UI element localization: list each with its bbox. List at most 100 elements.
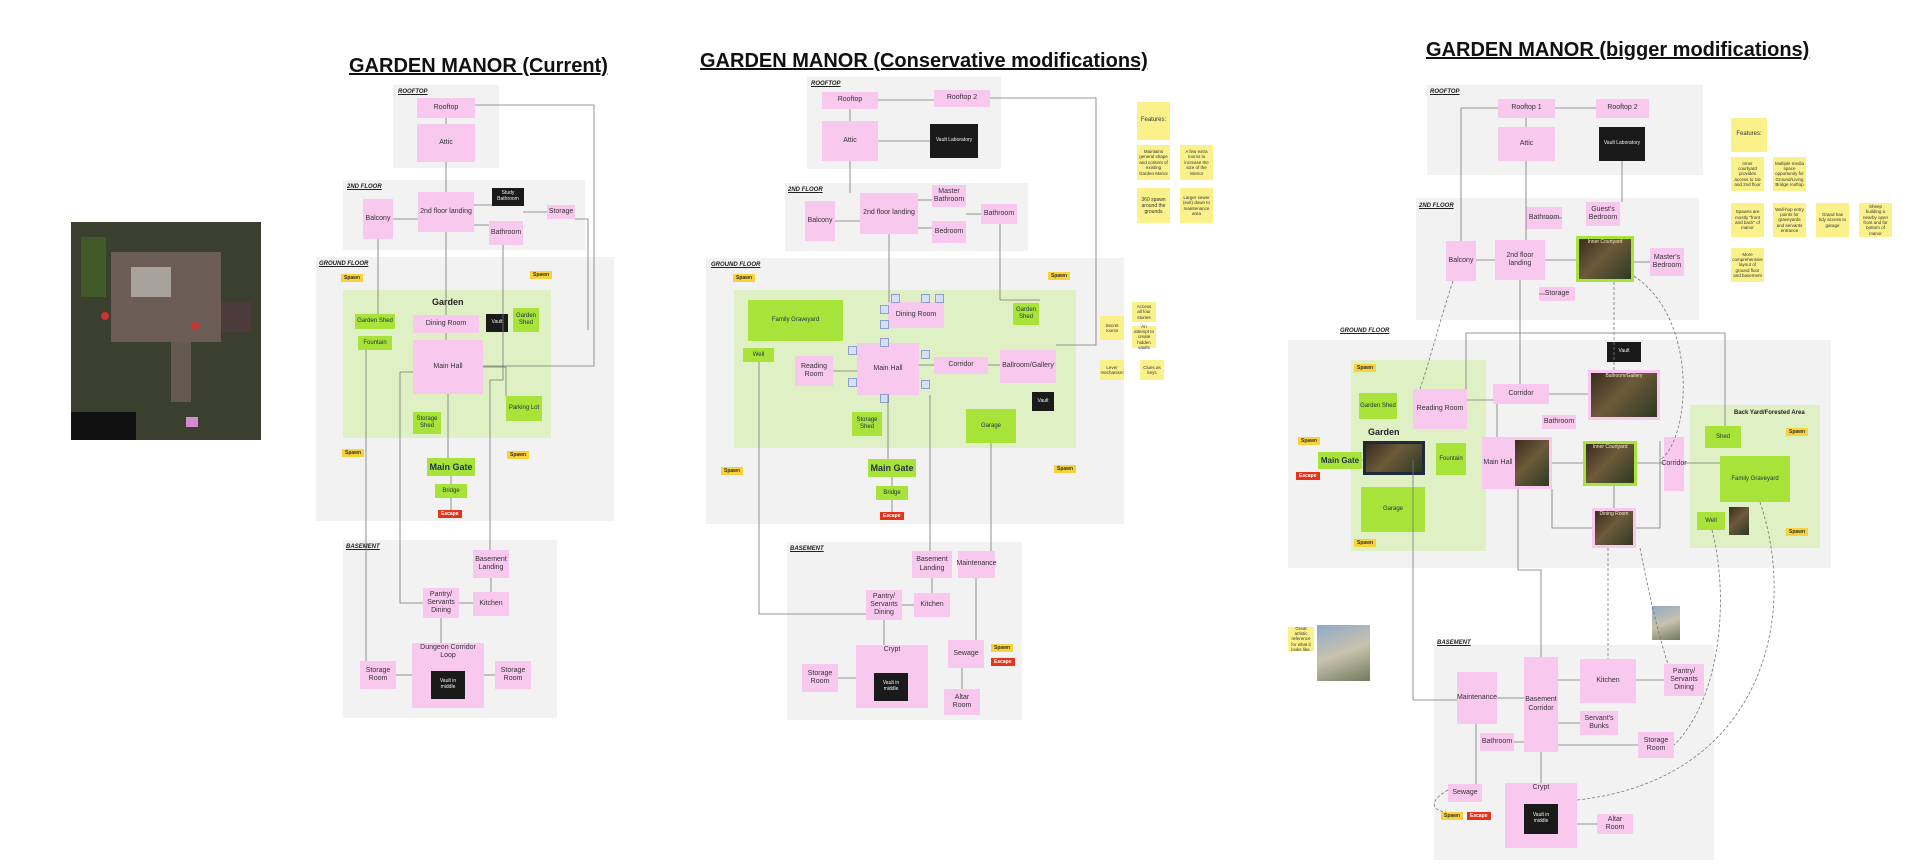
big-corridor-2: Corridor	[1661, 437, 1687, 491]
cons-spawn-tag: Spawn	[721, 467, 744, 475]
big-garden-photo	[1363, 441, 1425, 475]
map-roof	[131, 267, 171, 297]
map-building	[111, 252, 221, 342]
cons-altar-room: Altar Room	[944, 689, 980, 715]
big-spawn-tag: Spawn	[1441, 812, 1464, 820]
cons-balcony: Balcony	[805, 201, 835, 241]
cons-small-marker	[880, 394, 889, 403]
current-vault: Vault	[486, 314, 508, 332]
cons-small-marker	[921, 350, 930, 359]
big-photo-note: Great artistic reference for what it loo…	[1288, 626, 1314, 652]
big-rooftop-1: Rooftop 1	[1498, 99, 1555, 118]
cons-bedroom: Bedroom	[932, 221, 966, 243]
map-marker	[186, 417, 198, 427]
title-conservative: GARDEN MANOR (Conservative modifications…	[700, 50, 1148, 72]
cons-well: Well	[743, 348, 774, 362]
current-storage: Storage	[547, 205, 575, 219]
current-garden-shed-2: Garden Shed	[513, 308, 539, 332]
cons-basement-label: BASEMENT	[790, 546, 824, 552]
big-shed: Shed	[1705, 426, 1741, 448]
current-spawn-tag: Spawn	[530, 271, 553, 279]
big-ballroom: Ballroom/Gallery	[1588, 370, 1660, 420]
current-garden-shed: Garden Shed	[355, 314, 395, 329]
big-reference-photo	[1652, 606, 1680, 640]
cons-main-hall: Main Hall	[857, 343, 919, 395]
map-dark-area	[71, 412, 136, 440]
cons-sticky-note: Access all four stories	[1132, 302, 1156, 322]
current-main-gate: Main Gate	[427, 458, 475, 476]
cons-bathroom: Bathroom	[981, 204, 1017, 224]
big-feature-note: More comprehensive layout of ground floo…	[1731, 248, 1764, 282]
current-study-bathroom: Study Bathroom	[492, 188, 524, 206]
cons-sticky-note: Maintains general shape and content of e…	[1137, 145, 1170, 180]
map-path	[171, 342, 191, 402]
title-bigger: GARDEN MANOR (bigger modifications)	[1426, 39, 1810, 61]
big-features-title: Features:	[1731, 118, 1767, 152]
big-rooftop-panel	[1427, 85, 1703, 175]
current-garden-title: Garden	[432, 297, 464, 307]
cons-small-marker	[935, 294, 944, 303]
big-vault-lab: Vault Laboratory	[1599, 127, 1645, 161]
big-corridor: Corridor	[1493, 384, 1549, 404]
cons-kitchen: Kitchen	[914, 593, 950, 617]
cons-sticky-note: Larger sewer (exit) down to maintenance …	[1180, 188, 1213, 223]
big-servants-bunks: Servant's Bunks	[1580, 711, 1618, 735]
big-garage: Garage	[1361, 487, 1425, 532]
big-vault-middle: Vault in middle	[1524, 804, 1558, 834]
map-trees	[81, 237, 106, 297]
map-red-dot	[101, 312, 109, 320]
cons-basement-landing: Basement Landing	[912, 551, 952, 578]
big-sewage: Sewage	[1448, 784, 1482, 802]
big-storage-room: Storage Room	[1638, 732, 1674, 758]
current-dining-room: Dining Room	[413, 315, 479, 333]
cons-sticky-note: A few extra rooms to increase the size o…	[1180, 145, 1213, 180]
big-altar-room: Altar Room	[1597, 814, 1633, 834]
big-fountain: Fountain	[1436, 443, 1466, 475]
big-storage: Storage	[1539, 287, 1575, 301]
big-ground-label: GROUND FLOOR	[1340, 328, 1390, 334]
big-spawn-tag: Spawn	[1354, 364, 1377, 372]
big-basement-corridor: Basement Corridor	[1524, 657, 1558, 752]
cons-spawn-tag: Spawn	[991, 644, 1014, 652]
cons-small-marker	[880, 305, 889, 314]
big-rooftop-label: ROOFTOP	[1430, 89, 1460, 95]
cons-sticky-note: 360 spawn around the grounds	[1137, 188, 1170, 223]
big-garden-shed: Garden Shed	[1359, 393, 1397, 419]
big-basement-label: BASEMENT	[1437, 640, 1471, 646]
cons-rooftop: Rooftop	[822, 92, 878, 109]
current-rooftop: Rooftop	[417, 98, 475, 118]
big-maintenance: Maintenance	[1457, 672, 1497, 724]
current-parking-lot: Parking Lot	[506, 396, 542, 421]
big-dining-room: Dining Room	[1592, 508, 1636, 548]
cons-vault-middle: Vault in middle	[874, 673, 908, 701]
cons-pantry: Pantry/ Servants Dining	[866, 590, 902, 620]
current-2nd-label: 2ND FLOOR	[347, 184, 382, 190]
big-attic: Attic	[1498, 127, 1555, 161]
big-master-bedroom: Master's Bedroom	[1650, 248, 1684, 276]
big-reading-room: Reading Room	[1413, 389, 1467, 429]
big-escape-tag: Escape	[1296, 472, 1320, 480]
cons-dining-room: Dining Room	[888, 302, 944, 328]
big-bathroom: Bathroom	[1542, 415, 1576, 429]
big-escape-tag: Escape	[1467, 812, 1491, 820]
big-spawn-tag: Spawn	[1298, 437, 1321, 445]
current-storage-room-right: Storage Room	[495, 661, 531, 689]
big-2nd-label: 2ND FLOOR	[1419, 203, 1454, 209]
map-thumbnail	[71, 222, 261, 440]
current-kitchen: Kitchen	[473, 592, 509, 616]
cons-small-marker	[921, 380, 930, 389]
big-feature-note: Wall-hop entry points for graveyards and…	[1773, 203, 1806, 237]
big-feature-note: Multiple media space opportunity for Gro…	[1773, 157, 1806, 191]
cons-sticky-note: Secret rooms	[1100, 316, 1124, 340]
current-bridge: Bridge	[435, 484, 467, 498]
big-feature-note: Grand has tidy access to garage	[1816, 203, 1849, 237]
current-main-hall: Main Hall	[413, 340, 483, 394]
cons-ballroom: Ballroom/Gallery	[1000, 350, 1056, 383]
big-vault: Vault	[1607, 342, 1641, 362]
cons-small-marker	[848, 346, 857, 355]
current-spawn-tag: Spawn	[342, 449, 365, 457]
cons-corridor: Corridor	[934, 357, 988, 374]
cons-ground-label: GROUND FLOOR	[711, 262, 761, 268]
title-current: GARDEN MANOR (Current)	[349, 55, 608, 77]
